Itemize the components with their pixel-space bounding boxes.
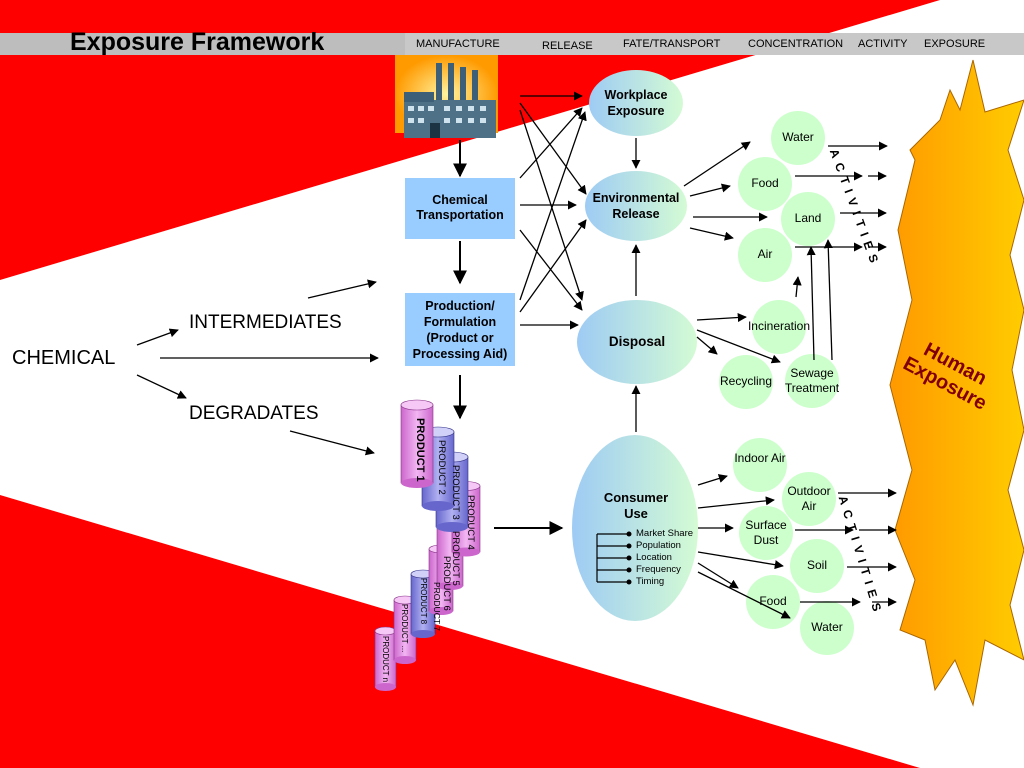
header-manufacture: MANUFACTURE	[416, 38, 500, 50]
product-ellipsis-label: PRODUCT ...	[400, 604, 409, 653]
flow-arrows	[136, 91, 897, 619]
circle-water-consumer: Water	[811, 620, 843, 634]
red-wedge-top	[0, 0, 940, 280]
product-8-label: PRODUCT 8	[419, 578, 428, 625]
intermediates-label: INTERMEDIATES	[189, 312, 342, 333]
concentration-circles	[719, 111, 854, 655]
circle-food-consumer: Food	[759, 594, 787, 608]
circle-soil: Soil	[806, 558, 827, 572]
consumer-use-label: Consumer Use	[603, 490, 669, 521]
circle-food-env: Food	[751, 176, 779, 190]
chemical-transportation-box	[405, 178, 515, 239]
environmental-release-label: Environmental Release	[592, 191, 680, 221]
consumer-list-location: Location	[636, 552, 672, 563]
circle-sewage-treatment: Sewage Treatment	[784, 366, 840, 395]
circle-indoor-air: Indoor Air	[734, 451, 786, 465]
circle-water-env: Water	[782, 130, 814, 144]
header-activity: ACTIVITY	[858, 38, 908, 50]
consumer-use-oval	[572, 435, 698, 621]
product-cylinders	[374, 399, 481, 691]
circle-land: Land	[794, 211, 822, 225]
workplace-exposure-oval	[589, 70, 683, 136]
product-n-label: PRODUCT n	[381, 636, 390, 683]
consumer-list-frequency: Frequency	[636, 564, 681, 575]
workplace-exposure-label: Workplace Exposure	[604, 88, 668, 118]
product-4-label: PRODUCT 4	[465, 495, 476, 550]
production-formulation-label: Production/ Formulation (Product or Proc…	[412, 299, 508, 361]
circle-recycling: Recycling	[719, 374, 773, 388]
header-bar-title-zone	[0, 33, 405, 55]
consumer-list-market-share: Market Share	[636, 528, 694, 539]
circle-incineration: Incineration	[747, 319, 811, 333]
environmental-release-oval	[585, 171, 687, 241]
chemical-transportation-label: Chemical Transportation	[416, 193, 504, 222]
degradates-label: DEGRADATES	[189, 403, 319, 424]
product-6-label: PRODUCT 6	[441, 556, 452, 611]
circle-outdoor-air: Outdoor Air	[787, 484, 831, 513]
circle-air: Air	[757, 247, 773, 261]
product-2-label: PRODUCT 2	[436, 440, 447, 495]
consumer-list-timing: Timing	[636, 576, 665, 587]
factory-icon	[395, 55, 498, 138]
header-exposure: EXPOSURE	[924, 38, 986, 50]
header-release: RELEASE	[542, 40, 593, 52]
production-formulation-box	[405, 293, 515, 366]
product-7-label: PRODUCT 7	[432, 582, 442, 631]
product-1-label: PRODUCT 1	[414, 418, 426, 482]
human-exposure-burst	[889, 59, 1024, 707]
red-wedge-bottom	[0, 495, 920, 768]
disposal-oval	[577, 300, 697, 384]
page-title: Exposure Framework	[70, 28, 325, 56]
consumer-list-bullets	[626, 531, 632, 585]
chemical-label: CHEMICAL	[12, 347, 116, 369]
header-fate-transport: FATE/TRANSPORT	[623, 38, 721, 50]
circle-surface-dust: Surface Dust	[745, 518, 787, 547]
consumer-list-bracket	[596, 533, 628, 583]
product-3-label: PRODUCT 3	[450, 465, 461, 520]
consumer-list-population: Population	[636, 540, 681, 551]
disposal-label: Disposal	[608, 334, 666, 349]
header-concentration: CONCENTRATION	[748, 38, 844, 50]
